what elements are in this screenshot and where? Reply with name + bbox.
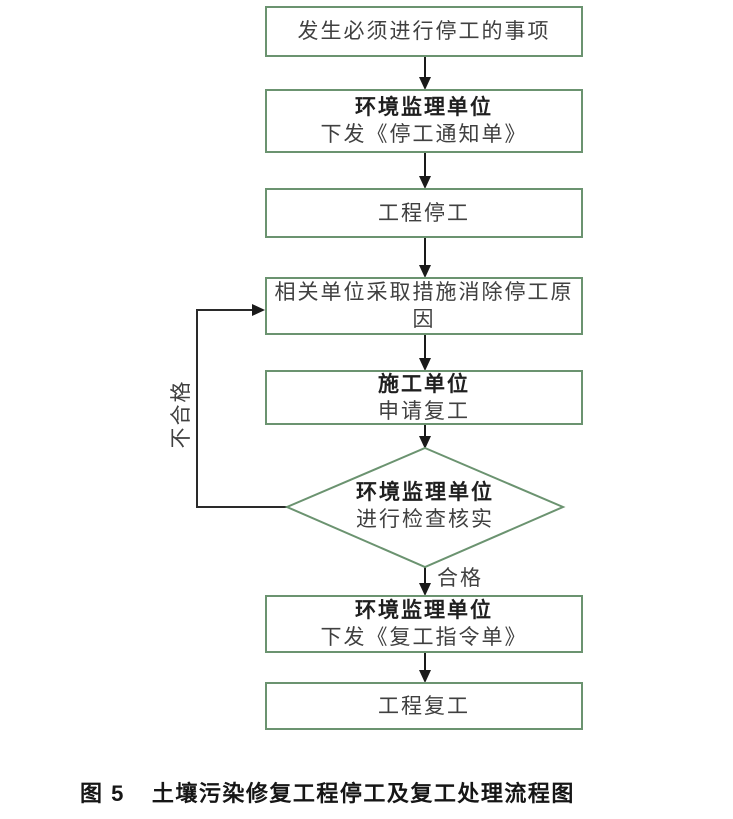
- node-project-resume: 工程复工: [265, 682, 583, 730]
- figure-number: 图 5: [80, 781, 125, 806]
- edge-label-pass: 合格: [437, 567, 483, 590]
- node-subtitle: 进行检查核实: [356, 508, 494, 531]
- decision-diamond: [284, 446, 566, 569]
- arrow-resume-order-to-resume: [419, 653, 431, 683]
- node-project-stop: 工程停工: [265, 188, 583, 238]
- node-title: 环境监理单位: [355, 599, 493, 622]
- arrow-check-to-resume-order: [419, 567, 431, 596]
- figure-caption: 图 5 土壤污染修复工程停工及复工处理流程图: [80, 776, 575, 808]
- arrow-stop-event-to-notice: [419, 57, 431, 90]
- figure-title: 土壤污染修复工程停工及复工处理流程图: [151, 781, 575, 806]
- node-issue-resume-order: 环境监理单位 下发《复工指令单》: [265, 595, 583, 653]
- node-eliminate-cause: 相关单位采取措施消除停工原因: [265, 277, 583, 335]
- node-label: 相关单位采取措施消除停工原因: [274, 281, 574, 331]
- node-title: 环境监理单位: [355, 96, 493, 119]
- arrowhead-icon: [252, 304, 265, 316]
- node-inspect-verify: 环境监理单位 进行检查核实: [325, 479, 525, 533]
- arrowhead-icon: [419, 670, 431, 683]
- node-subtitle: 下发《复工指令单》: [320, 626, 528, 649]
- node-subtitle: 申请复工: [378, 399, 470, 423]
- arrow-apply-to-check: [419, 425, 431, 449]
- node-title: 环境监理单位: [356, 481, 494, 504]
- node-label: 工程停工: [378, 201, 470, 225]
- edge-label-fail: 不合格: [170, 379, 193, 449]
- arrowhead-icon: [419, 265, 431, 278]
- node-apply-resume: 施工单位 申请复工: [265, 370, 583, 425]
- arrow-stop-to-eliminate: [419, 238, 431, 278]
- node-issue-stop-notice: 环境监理单位 下发《停工通知单》: [265, 89, 583, 153]
- arrow-eliminate-to-apply: [419, 335, 431, 371]
- arrowhead-icon: [419, 358, 431, 371]
- arrowhead-icon: [419, 436, 431, 449]
- node-title: 施工单位: [378, 372, 470, 396]
- node-subtitle: 下发《停工通知单》: [320, 123, 528, 146]
- edge-fail-loop: [196, 304, 287, 508]
- arrowhead-icon: [419, 583, 431, 596]
- node-label: 发生必须进行停工的事项: [297, 20, 551, 43]
- arrowhead-icon: [419, 176, 431, 189]
- arrowhead-icon: [419, 77, 431, 90]
- node-label: 工程复工: [378, 694, 470, 718]
- node-stop-event: 发生必须进行停工的事项: [265, 6, 583, 57]
- arrow-notice-to-stop: [419, 153, 431, 189]
